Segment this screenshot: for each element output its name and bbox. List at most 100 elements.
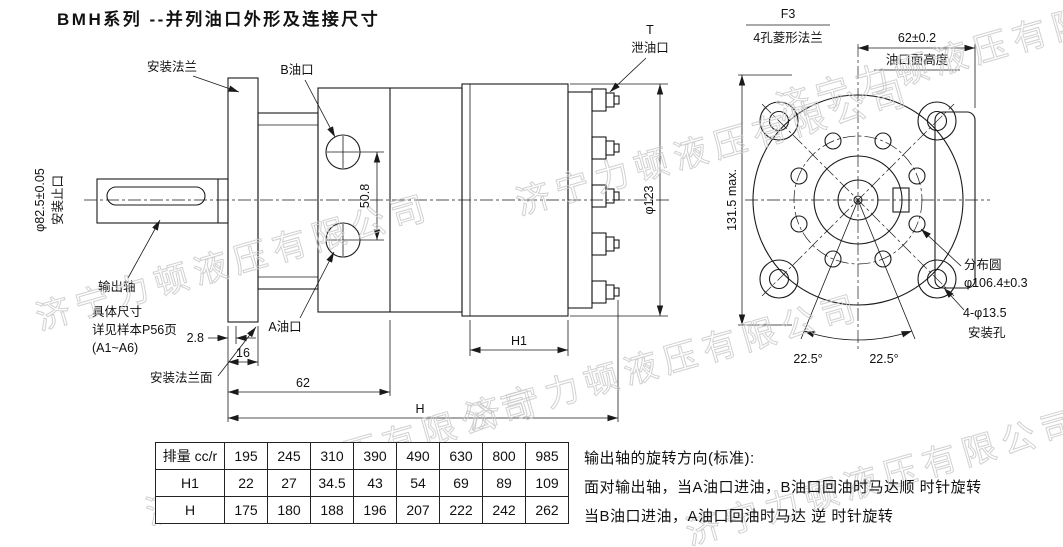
dim-h-text: H — [415, 402, 424, 416]
table-cell: 109 — [525, 469, 569, 497]
table-cell: 310 — [310, 442, 354, 470]
a-port-label: A油口 — [268, 320, 301, 334]
dim-62: 62 — [228, 320, 391, 396]
table-cell: 188 — [310, 496, 354, 524]
table-cell: 390 — [353, 442, 397, 470]
dim-h1-text: H1 — [511, 334, 527, 348]
table-cell: 985 — [525, 442, 569, 470]
note-line-1: 输出轴的旋转方向(标准): — [584, 450, 755, 467]
note-line-3: 当B油口进油，A油口回油时马达 逆 时针旋转 — [584, 508, 894, 525]
table-cell: 800 — [482, 442, 526, 470]
center-point — [853, 195, 863, 205]
dim-131-5: 131.5 max. — [725, 74, 792, 326]
bolt-circle-dia: φ106.4±0.3 — [964, 276, 1028, 290]
side-labels: 安装法兰 B油口 A油口 T 泄油口 φ82.5±0.05 安装止口 输出轴 具… — [33, 23, 669, 385]
port-face-height-text: 油口面高度 — [886, 52, 949, 67]
table-cell: 69 — [439, 469, 483, 497]
drain-port-leader — [609, 57, 647, 93]
output-shaft-leader — [127, 219, 161, 279]
hub-circle — [837, 179, 879, 221]
table-cell: 43 — [353, 469, 397, 497]
mount-flange-label: 安装法兰 — [147, 59, 197, 74]
table-row-displacement: 排量 cc/r 195 245 310 390 490 630 800 985 — [155, 442, 569, 470]
table-cell: 排量 cc/r — [155, 442, 225, 470]
table-cell: 89 — [482, 469, 526, 497]
bolt-circle-label: 分布圆 — [964, 258, 1002, 272]
table-cell: 630 — [439, 442, 483, 470]
table-cell: 207 — [396, 496, 440, 524]
detail-note-1: 具体尺寸 — [92, 305, 142, 319]
dim-16-text: 16 — [236, 346, 250, 360]
b-port-leader — [304, 79, 336, 138]
dim-50-8-text: 50.8 — [358, 184, 372, 208]
bolt-circle-callout: 分布圆 φ106.4±0.3 — [920, 228, 1028, 290]
output-shaft-label: 输出轴 — [98, 279, 136, 294]
mount-hole-label: 安装孔 — [968, 325, 1006, 340]
mid-circle — [813, 155, 903, 245]
mount-hole-count: 4-φ13.5 — [963, 306, 1007, 320]
angle-left-text: 22.5° — [793, 352, 822, 366]
table-cell: 180 — [267, 496, 311, 524]
angle-callout: 22.5° 22.5° — [793, 199, 916, 366]
dim-phi123: φ123 — [570, 83, 668, 317]
flange-face-leader — [217, 326, 257, 377]
drain-fittings — [591, 88, 620, 304]
table-cell: 245 — [267, 442, 311, 470]
drain-port-label: 泄油口 — [631, 41, 669, 55]
flange-face-label: 安装法兰面 — [150, 370, 213, 385]
spigot-name-label: 安装止口 — [50, 175, 65, 225]
side-view: 安装法兰 B油口 A油口 T 泄油口 φ82.5±0.05 安装止口 输出轴 具… — [33, 23, 672, 422]
dim-62-02: 62±0.2 油口面高度 — [858, 31, 976, 108]
angle-right-text: 22.5° — [869, 352, 898, 366]
table-cell: 222 — [439, 496, 483, 524]
table-cell: 262 — [525, 496, 569, 524]
dim-h1: H1 — [469, 320, 569, 356]
mounting-lobes — [759, 101, 957, 299]
spigot-dia-label: φ82.5±0.05 — [33, 168, 47, 232]
dim-h: H — [227, 300, 619, 422]
watermark-text: 济宁力顿液压有限公司 — [772, 0, 1063, 128]
table-cell: H1 — [155, 469, 225, 497]
dim-phi123-text: φ123 — [642, 185, 656, 214]
displacement-table: 排量 cc/r 195 245 310 390 490 630 800 985 … — [155, 442, 569, 524]
table-cell: 242 — [482, 496, 526, 524]
table-row-h1: H1 22 27 34.5 43 54 69 89 109 — [155, 469, 569, 497]
table-cell: 175 — [224, 496, 268, 524]
table-cell: 195 — [224, 442, 268, 470]
detail-note-3: (A1~A6) — [92, 341, 138, 355]
table-cell: 34.5 — [310, 469, 354, 497]
b-port-circle — [325, 134, 361, 170]
dim-62-02-text: 62±0.2 — [898, 31, 936, 45]
flange-name-text: 4孔菱形法兰 — [753, 31, 822, 45]
table-cell: 490 — [396, 442, 440, 470]
table-cell: 54 — [396, 469, 440, 497]
a-port-leader — [299, 251, 335, 319]
detail-note-2: 详见样本P56页 — [92, 322, 177, 337]
dim-16: 16 — [228, 326, 259, 366]
dim-50-8: 50.8 — [358, 151, 384, 241]
watermark-text: 济宁力顿液压有限公司 — [32, 188, 437, 338]
flange-type-label: F3 4孔菱形法兰 — [746, 7, 830, 45]
table-cell: 22 — [224, 469, 268, 497]
end-view: F3 4孔菱形法兰 — [725, 7, 1028, 366]
mount-flange-leader — [192, 75, 240, 93]
output-shaft-shape — [96, 178, 229, 224]
rotation-notes: 输出轴的旋转方向(标准): 面对输出轴，当A油口进油，B油口回油时马达顺 时针旋… — [584, 444, 1060, 531]
note-line-2: 面对输出轴，当A油口进油，B油口回油时马达顺 时针旋转 — [584, 479, 982, 496]
table-cell: 27 — [267, 469, 311, 497]
bolt-holes — [790, 132, 926, 268]
port-detail-rect — [892, 187, 910, 213]
dim-62-text: 62 — [296, 376, 310, 390]
dim-131-5-text: 131.5 max. — [725, 169, 739, 231]
t-port-code: T — [646, 23, 654, 37]
dim-2-8: 2.8 — [187, 326, 256, 345]
b-port-label: B油口 — [280, 63, 313, 77]
page-title: BMH系列 --并列油口外形及连接尺寸 — [57, 10, 381, 29]
flange-code-text: F3 — [781, 7, 796, 21]
mounting-holes — [768, 110, 948, 290]
table-row-h: H 175 180 188 196 207 222 242 262 — [155, 496, 569, 524]
bolt-circle — [793, 135, 923, 265]
mount-hole-callout: 4-φ13.5 安装孔 — [943, 287, 1007, 340]
